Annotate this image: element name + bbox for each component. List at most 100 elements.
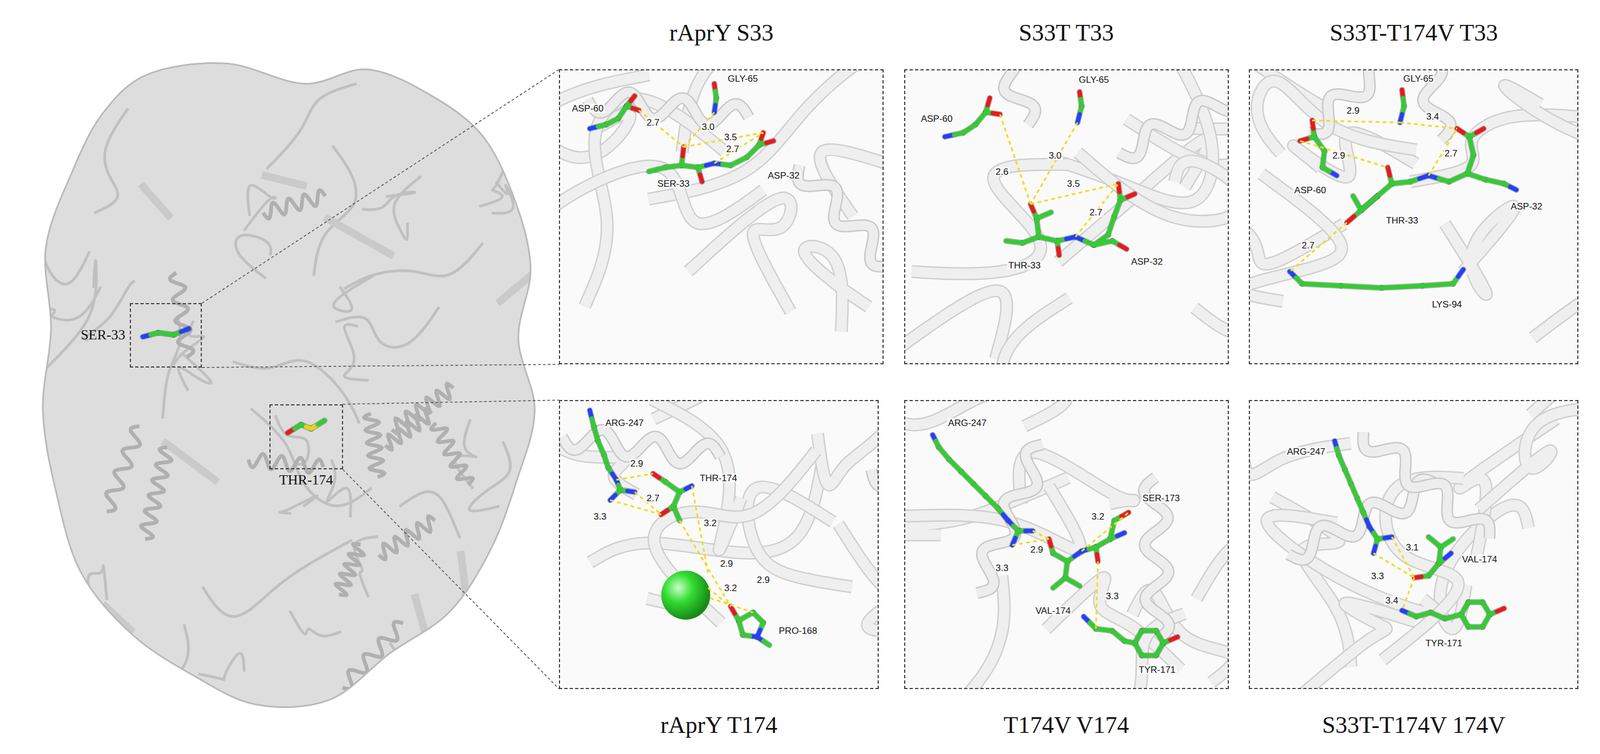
distance-label: 2.7 [1300, 240, 1316, 250]
title-block: S33T T33 [1018, 20, 1115, 46]
ribbon-edge [1194, 304, 1229, 365]
stick-outline [1391, 181, 1411, 184]
protein-structure [40, 63, 559, 708]
stick-outline [653, 473, 666, 482]
ribbon-edge [1530, 399, 1579, 415]
stick-outline [589, 410, 770, 645]
ribbon [558, 166, 763, 225]
stick-outline [1428, 563, 1439, 576]
stick-outline [1077, 106, 1082, 123]
stick-outline [1118, 183, 1121, 200]
ribbon [1194, 304, 1229, 365]
structure-panel: T174V V174 [904, 399, 1229, 689]
stick-outline [665, 481, 680, 492]
residue-label: LYS-94 [1430, 299, 1463, 309]
residues [589, 410, 770, 645]
residue-sticks [181, 328, 189, 332]
zoom-box: SER-33 [129, 303, 203, 368]
residue-sticks [1346, 216, 1354, 223]
helix [797, 165, 884, 287]
hbond-lines [679, 520, 731, 607]
stick-outline [1301, 283, 1341, 286]
stick-outline [1414, 575, 1429, 578]
distance-label: 2.9 [755, 575, 772, 585]
residue-sticks [1510, 186, 1517, 190]
residue-sticks [1077, 114, 1080, 123]
stick-outline [738, 612, 753, 621]
title-block: rAprY T174 [660, 712, 778, 739]
residue-sticks [1476, 128, 1484, 134]
ribbon-edge [1196, 464, 1229, 599]
stick-outline [1120, 193, 1135, 200]
stick-outline [1381, 285, 1422, 288]
helix [587, 91, 749, 125]
residue-label: ASP-60 [919, 113, 954, 123]
stick-outline [1075, 236, 1095, 246]
surface-overlay [42, 63, 535, 708]
residue-label: ARG-247 [604, 417, 645, 427]
stick-outline [1036, 212, 1051, 219]
stick-outline [287, 424, 302, 433]
residue-sticks [1381, 286, 1402, 288]
residue-sticks [589, 410, 770, 645]
stick-outline [985, 112, 1000, 115]
distance-label: 3.3 [994, 562, 1010, 572]
residue-sticks [944, 91, 1135, 256]
residue-sticks [1118, 183, 1120, 192]
stick-outline [1079, 91, 1082, 107]
residue-sticks [632, 108, 639, 111]
stick-outline [1449, 173, 1468, 182]
residue-sticks [1052, 582, 1059, 588]
stick-outline [610, 489, 621, 500]
stick-outline [1052, 577, 1066, 588]
zoom-leader [201, 69, 559, 368]
stick-outline [1467, 173, 1486, 180]
stick-outline [1057, 240, 1060, 255]
ribbon [838, 523, 879, 631]
stick-outline [589, 83, 774, 182]
stick-outline [1334, 440, 1505, 627]
stick-outline [157, 332, 174, 335]
ribbon-edge [904, 399, 1067, 426]
residue-sticks [1025, 528, 1033, 533]
ribbon [932, 298, 1070, 365]
ribbon-edge [838, 523, 879, 631]
panel-title: T174V V174 [1003, 712, 1130, 739]
ribbon [1478, 406, 1579, 510]
distance-label: 3.0 [1047, 150, 1063, 160]
stick-outline [1049, 538, 1054, 553]
stick-outline [142, 328, 189, 337]
distance-label: 2.7 [645, 493, 661, 503]
distance-label: 3.2 [1090, 511, 1106, 522]
helix-edge [1308, 69, 1431, 135]
stick-outline [949, 459, 962, 472]
stick-outline [730, 606, 739, 621]
title-block: S33T-T174V T33 [1329, 20, 1498, 46]
residues [944, 91, 1135, 256]
distance-label: 3.0 [700, 121, 716, 131]
cartoon-background [1248, 399, 1579, 689]
helix [970, 69, 1036, 125]
residue-label: GLY-65 [1077, 75, 1111, 85]
structure-panel: S33T-T174V T33 [1248, 69, 1579, 365]
stick-outline [1314, 136, 1325, 151]
hbond-lines [1032, 530, 1049, 539]
residues [1334, 440, 1505, 627]
stick-outline [1114, 200, 1121, 217]
helix-edge [1405, 69, 1451, 141]
stick-outline [742, 634, 757, 637]
residue-label: THR-33 [1384, 215, 1420, 226]
stick-outline [1469, 136, 1474, 156]
residue-label: VAL-174 [1460, 554, 1499, 564]
panel-title: rAprY S33 [669, 20, 774, 46]
stick-outline [173, 328, 189, 335]
stick-outline [756, 636, 770, 645]
structure-panel: S33T T33 [904, 69, 1229, 365]
residue-label: ASP-32 [1509, 201, 1544, 211]
hbond-lines [714, 132, 764, 164]
residue-sticks [589, 83, 774, 182]
leader-line [201, 364, 559, 368]
residue-label: SER-173 [1141, 493, 1182, 503]
hbond-lines [1300, 140, 1388, 168]
